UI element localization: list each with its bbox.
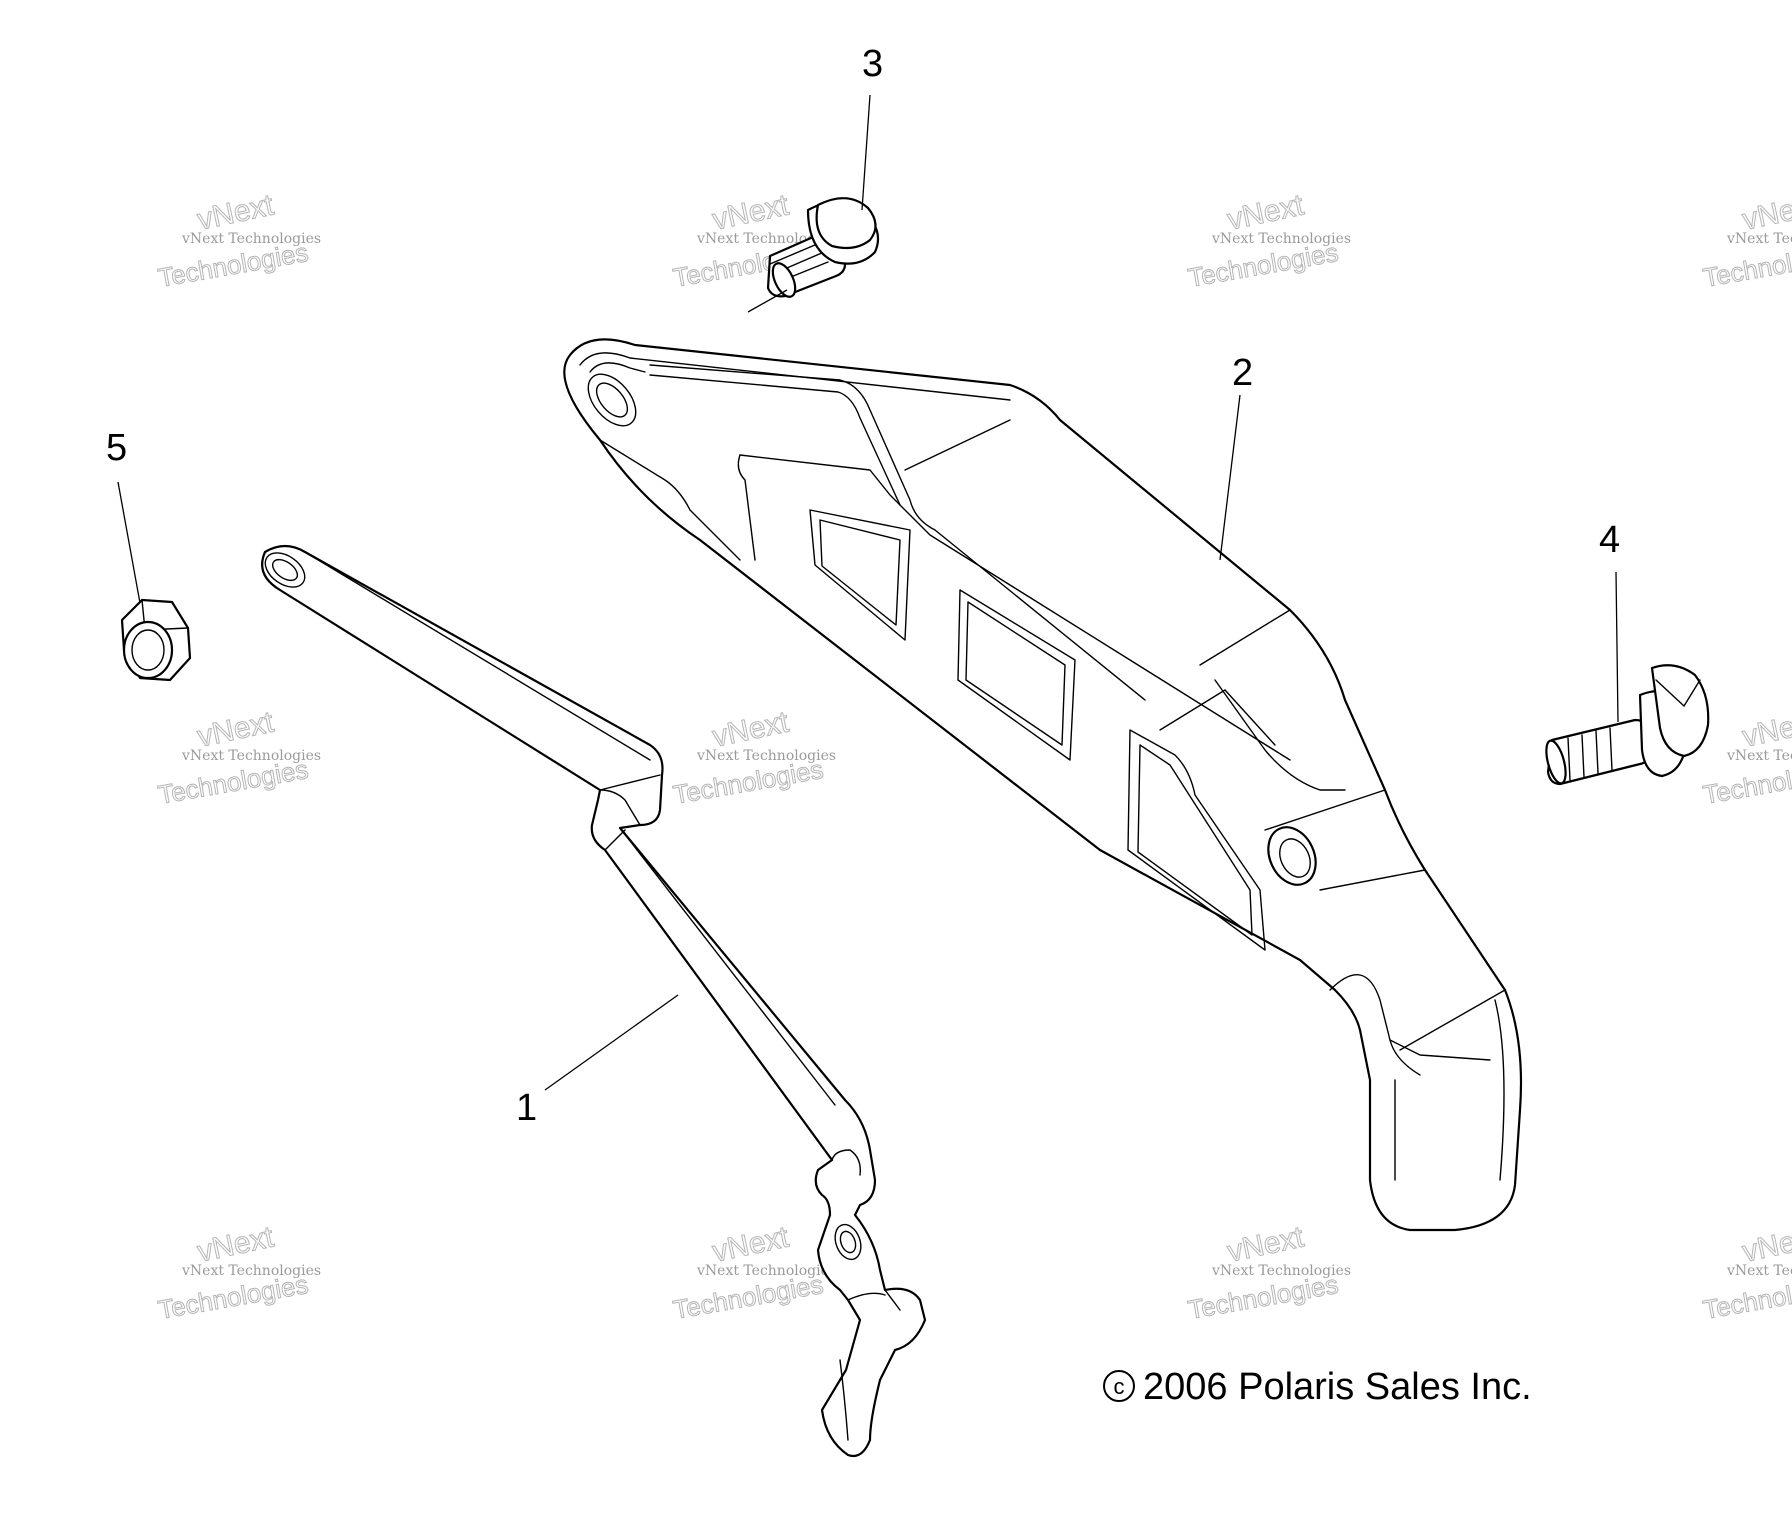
callout-5: 5 [106, 427, 127, 469]
watermark-top: vNext [1740, 1220, 1792, 1268]
watermark: vNext vNext Technologies Technologies [1185, 1220, 1351, 1325]
watermark-small: vNext Technologies [1211, 1263, 1351, 1279]
copyright-text: 2006 Polaris Sales Inc. [1143, 1366, 1532, 1408]
watermark: vNext vNext Technologies Technologies [670, 705, 836, 810]
watermark: vNext vNext Technologies Technologies [155, 188, 321, 293]
watermark-small: vNext Technologies [1726, 1263, 1792, 1279]
watermark-top: vNext [195, 705, 278, 753]
watermark-small: vNext Technologies [1726, 748, 1792, 764]
watermark-top: vNext [1225, 1220, 1308, 1268]
leader-1 [544, 994, 679, 1091]
watermark-top: vNext [1740, 188, 1792, 236]
watermark: vNext vNext Technologies Technologies [1700, 1220, 1792, 1325]
callout-2: 2 [1232, 352, 1253, 394]
watermark-small: vNext Technologies [696, 748, 836, 764]
watermark: vNext vNext Technologies Technologies [155, 1220, 321, 1325]
watermark: vNext vNext Technologies Technologies [670, 1220, 836, 1325]
part-2-bracket [563, 338, 1523, 1232]
callout-1: 1 [516, 1087, 537, 1129]
leader-2 [1219, 394, 1241, 561]
watermark-small: vNext Technologies [696, 1263, 836, 1279]
watermark-top: vNext [710, 188, 793, 236]
watermark-small: vNext Technologies [1726, 231, 1792, 247]
watermark: vNext vNext Technologies Technologies [1700, 705, 1792, 810]
leader-5 [117, 481, 141, 604]
leader-lines [117, 94, 1619, 1091]
watermark-top: vNext [195, 188, 278, 236]
copyright-circle [1103, 1370, 1135, 1402]
watermark-top: vNext [1225, 188, 1308, 236]
watermark: vNext vNext Technologies Technologies [155, 705, 321, 810]
callout-4: 4 [1599, 519, 1620, 561]
callout-3: 3 [862, 43, 883, 85]
leader-3 [861, 94, 871, 211]
part-5-nut [120, 598, 192, 682]
leader-4 [1615, 571, 1619, 723]
copyright-symbol: c [1114, 1374, 1125, 1399]
watermark-small: vNext Technologies [181, 231, 321, 247]
part-4-bolt [1545, 664, 1710, 786]
callouts: 1 2 3 4 5 [106, 43, 1620, 1129]
part-3-bolt [747, 197, 880, 313]
watermark-small: vNext Technologies [181, 748, 321, 764]
part-1-rod [261, 544, 927, 1458]
watermark: vNext vNext Technologies Technologies [1700, 188, 1792, 293]
watermark: vNext vNext Technologies Technologies [1185, 188, 1351, 293]
watermark-top: vNext [710, 1220, 793, 1268]
watermark-top: vNext [1740, 705, 1792, 753]
watermark-small: vNext Technologies [181, 1263, 321, 1279]
watermark-top: vNext [710, 705, 793, 753]
watermark-small: vNext Technologies [1211, 231, 1351, 247]
watermark-top: vNext [195, 1220, 278, 1268]
copyright-notice: c 2006 Polaris Sales Inc. [1103, 1366, 1532, 1408]
